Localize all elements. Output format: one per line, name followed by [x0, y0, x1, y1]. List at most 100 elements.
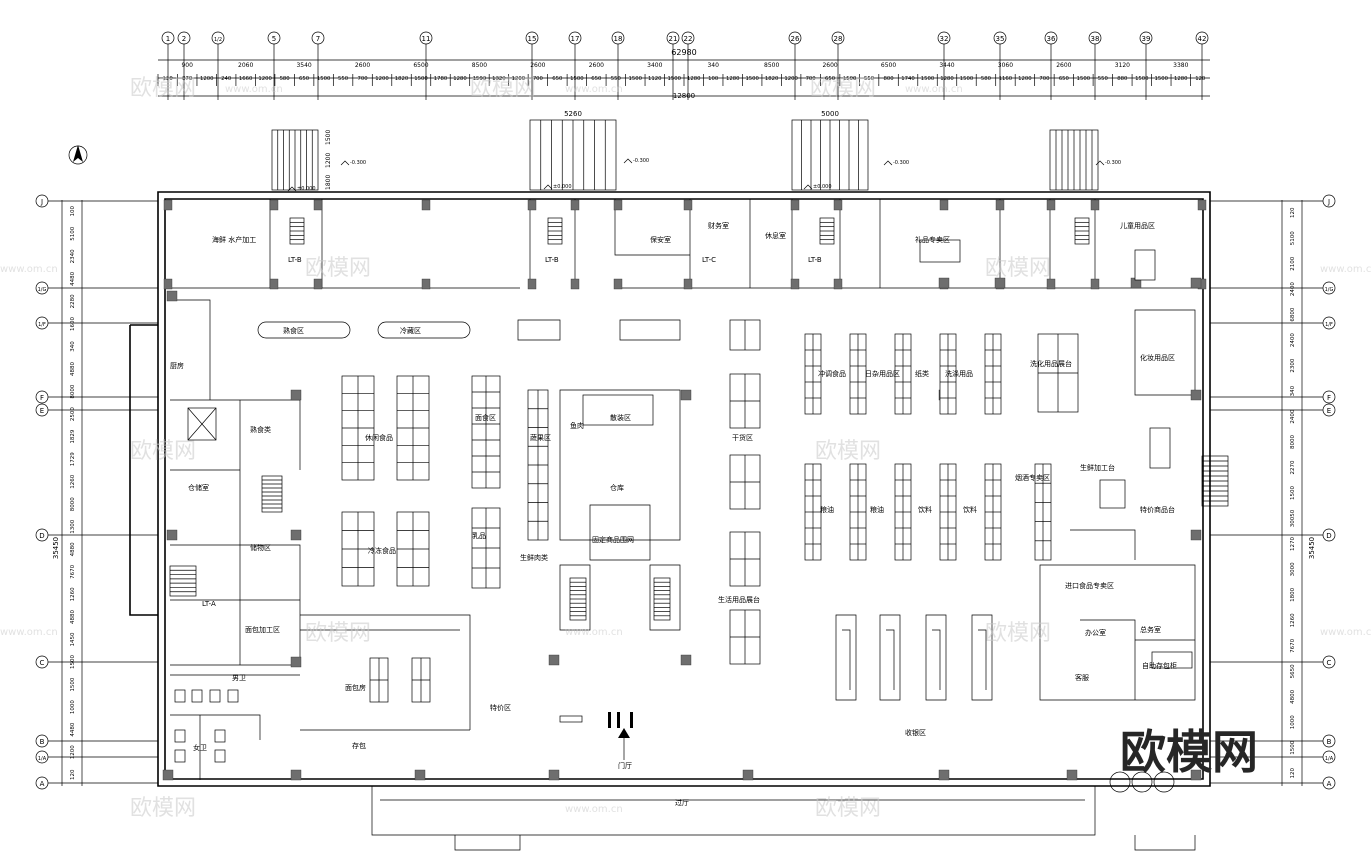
- dimension-side: 1200: [70, 745, 76, 759]
- dimension-top-2: 120: [1195, 76, 1206, 82]
- axis-bubble-side: D: [35, 528, 158, 542]
- watermark-8: 欧模网: [305, 621, 371, 646]
- dimension-side: 8000: [70, 497, 76, 511]
- level-marks: -0.300-0.300-0.300-0.300±0.000±0.000±0.0…: [287, 158, 1121, 192]
- dimension-top-1: 2600: [822, 62, 837, 69]
- dimension-top-2: 870: [182, 76, 193, 82]
- axis-bubble-side: E: [35, 403, 158, 417]
- dimension-top-2: 1500: [668, 76, 682, 82]
- level-mark: -0.300: [350, 160, 366, 166]
- dimension-top-2: 1500: [414, 76, 428, 82]
- room-entrance: 门厅: [618, 761, 632, 770]
- dimension-side: 8000: [70, 384, 76, 398]
- axis-label-side: E: [40, 407, 44, 415]
- dimension-top-1: 3060: [998, 62, 1013, 69]
- axis-bubble-top: 35: [993, 31, 1007, 100]
- dimension-top-2: 1500: [473, 76, 487, 82]
- mid-dimension: 12800: [673, 92, 695, 100]
- axis-bubble-top: 7: [311, 31, 325, 100]
- dimension-top-2: 1200: [784, 76, 798, 82]
- axis-label-side: D: [39, 532, 44, 540]
- dimension-top-2: 580: [280, 76, 291, 82]
- dimension-side: 4800: [1290, 689, 1296, 703]
- dimension-top-1: 2600: [589, 62, 604, 69]
- dimension-side: 2340: [70, 249, 76, 263]
- axis-bubble-top: 38: [1088, 31, 1102, 100]
- dimension-top-2: 650: [825, 76, 836, 82]
- stair-towers: [271, 119, 1099, 191]
- axis-label-side: F: [1327, 394, 1331, 402]
- room-tea: 烟酒专卖区: [1015, 473, 1050, 482]
- dimension-side: 1260: [70, 474, 76, 488]
- axis-bubble-top: 39: [1139, 31, 1153, 100]
- dimension-top-2: 1740: [901, 76, 915, 82]
- room-juice2: 饮料: [963, 505, 977, 514]
- dimension-top-2: 550: [864, 76, 875, 82]
- axis-bubble-side: A: [35, 776, 158, 790]
- dimension-side: 5650: [1290, 664, 1296, 678]
- dimension-top-2: 700: [806, 76, 817, 82]
- room-hotfood: 熟食类: [250, 425, 271, 434]
- dimension-side: 340: [70, 341, 76, 352]
- dimension-top-2: 1500: [1135, 76, 1149, 82]
- axis-bubble-side: B: [35, 734, 158, 748]
- axis-label-side: D: [1326, 532, 1331, 540]
- dimension-top-2: 1820: [492, 76, 506, 82]
- level-mark: ±0.000: [813, 184, 832, 190]
- dimension-top-1: 340: [707, 62, 719, 69]
- stair-width-a: 5260: [564, 110, 582, 118]
- watermark-9: 欧模网: [985, 621, 1051, 646]
- axis-bubble-top: 18: [611, 31, 625, 100]
- axis-label-top: 35: [996, 35, 1005, 43]
- room-import: 进口食品专卖区: [1065, 581, 1114, 590]
- axis-label-side: 1/A: [1325, 756, 1334, 762]
- dimension-side: 4480: [70, 722, 76, 736]
- dimension-side: 1800: [1290, 587, 1296, 601]
- room-manager: 仓储室: [188, 483, 209, 492]
- room-lt-c: LT-C: [702, 256, 716, 264]
- dimension-side: 6800: [1290, 307, 1296, 321]
- axis-label-side: C: [40, 659, 45, 667]
- dimension-side: 1450: [70, 632, 76, 646]
- dimension-top-1: 900: [181, 62, 193, 69]
- watermark-4: 欧模网: [305, 256, 371, 281]
- shelving-fixtures: [257, 239, 1193, 703]
- axis-bubble-top: 1: [161, 31, 175, 100]
- dimension-side: 120: [70, 769, 76, 780]
- dimension-top-2: 1500: [629, 76, 643, 82]
- dimension-top-2: 1500: [317, 76, 331, 82]
- turnstiles: [559, 712, 633, 728]
- dimension-top-2: 800: [883, 76, 894, 82]
- stair-height-3: 1800: [325, 175, 332, 190]
- entrance-arrow-icon: [618, 728, 630, 760]
- room-package: 存包: [352, 741, 366, 750]
- dimension-side: 1260: [1290, 613, 1296, 627]
- dimension-top-2: 1280: [940, 76, 954, 82]
- room-cooked: 熟食区: [283, 326, 304, 335]
- dimension-side: 1500: [70, 655, 76, 669]
- dimension-side: 1270: [1290, 536, 1296, 550]
- dimension-side: 1729: [70, 452, 76, 466]
- dimension-top-2: 650: [591, 76, 602, 82]
- level-mark: -0.300: [893, 160, 909, 166]
- dimension-top-1: 2600: [1056, 62, 1071, 69]
- dimension-side: 2400: [1290, 282, 1296, 296]
- room-toilet-m: 男卫: [232, 674, 246, 682]
- watermark-url-4: www.om.cn: [0, 264, 58, 275]
- room-paper: 纸类: [915, 369, 929, 378]
- axis-label-top: 1: [166, 35, 170, 43]
- watermark-url-5: www.om.cn: [1320, 264, 1371, 275]
- dimension-side: 120: [1290, 207, 1296, 218]
- dimension-side: 2100: [1290, 256, 1296, 270]
- axis-label-side: F: [40, 394, 44, 402]
- dimension-top-1: 3400: [647, 62, 662, 69]
- axis-label-side: A: [1327, 780, 1332, 788]
- axis-bubble-side: 1/F: [1210, 316, 1336, 330]
- dimension-top-2: 240: [221, 76, 232, 82]
- dimension-top-2: 550: [1098, 76, 1109, 82]
- watermark-url-6: www.om.cn: [565, 627, 623, 638]
- dimension-top-2: 580: [981, 76, 992, 82]
- axis-bubble-side: 1/A: [1210, 750, 1336, 764]
- axis-label-top: 7: [316, 35, 320, 43]
